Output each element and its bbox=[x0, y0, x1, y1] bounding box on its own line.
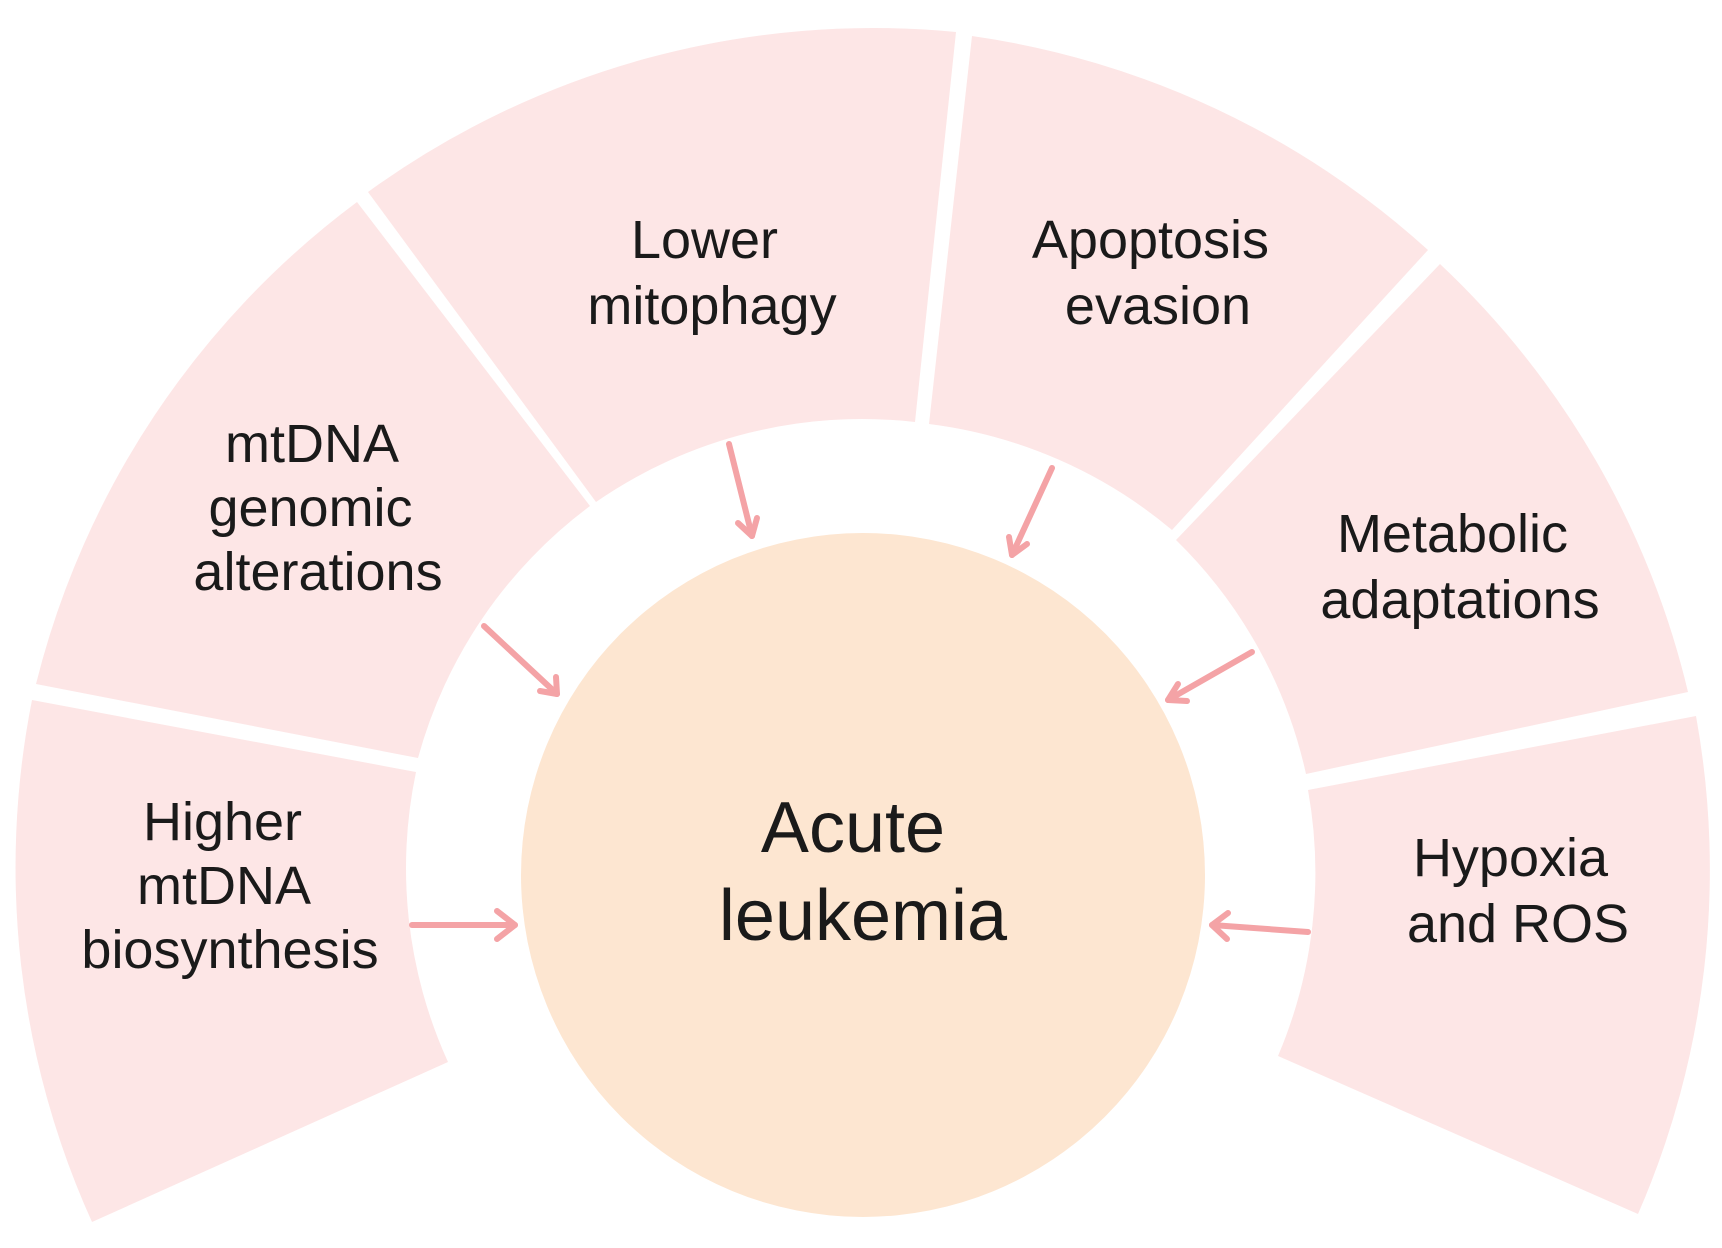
center-label: Acute leukemia bbox=[719, 788, 1008, 956]
label-line: evasion bbox=[1065, 276, 1251, 336]
sector-labels: Higher mtDNA biosynthesis mtDNA genomic … bbox=[81, 210, 1629, 980]
label-lower-mitophagy: Lower mitophagy bbox=[587, 210, 836, 336]
arrow-from-metabolic bbox=[1165, 649, 1255, 704]
center-label-line: leukemia bbox=[719, 876, 1008, 956]
arrow-from-hypoxia bbox=[1209, 910, 1311, 942]
sector-metabolic-adaptations bbox=[1176, 264, 1688, 774]
label-line: mtDNA bbox=[225, 414, 399, 474]
arrow-from-mitophagy bbox=[726, 441, 760, 539]
label-line: Hypoxia bbox=[1413, 828, 1609, 888]
sector-group bbox=[15, 28, 1710, 1222]
center-circle bbox=[521, 533, 1205, 1217]
label-line: Higher bbox=[143, 792, 302, 852]
label-line: and ROS bbox=[1407, 894, 1629, 954]
sector-higher-mtdna-biosynthesis bbox=[15, 700, 448, 1222]
label-higher-mtdna-biosynthesis: Higher mtDNA biosynthesis bbox=[81, 792, 378, 980]
arrow-group bbox=[409, 441, 1311, 942]
label-line: Apoptosis bbox=[1032, 210, 1269, 270]
arrow-from-biosynthesis bbox=[409, 908, 518, 942]
arrow-from-genomic-alterations bbox=[481, 623, 560, 697]
label-mtdna-genomic-alterations: mtDNA genomic alterations bbox=[193, 414, 442, 602]
label-line: mtDNA bbox=[137, 856, 311, 916]
label-line: mitophagy bbox=[587, 276, 836, 336]
label-line: Metabolic bbox=[1337, 504, 1568, 564]
sector-lower-mitophagy bbox=[368, 28, 956, 502]
sector-apoptosis-evasion bbox=[929, 36, 1428, 530]
center-label-line: Acute bbox=[761, 788, 945, 868]
label-line: adaptations bbox=[1320, 570, 1599, 630]
label-apoptosis-evasion: Apoptosis evasion bbox=[1032, 210, 1284, 336]
label-hypoxia-and-ros: Hypoxia and ROS bbox=[1407, 828, 1629, 954]
label-line: alterations bbox=[193, 542, 442, 602]
sector-hypoxia-and-ros bbox=[1278, 716, 1710, 1214]
label-line: genomic bbox=[208, 478, 412, 538]
arrow-from-apoptosis bbox=[1006, 465, 1055, 558]
label-metabolic-adaptations: Metabolic adaptations bbox=[1320, 504, 1599, 630]
label-line: Lower bbox=[631, 210, 778, 270]
label-line: biosynthesis bbox=[81, 920, 378, 980]
sector-mtdna-genomic-alterations bbox=[36, 202, 590, 758]
